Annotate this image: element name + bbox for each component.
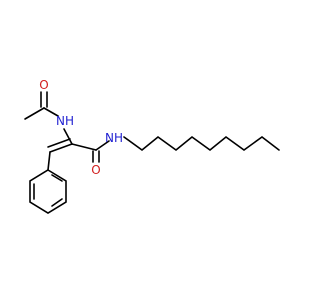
bond-alpha-carbonyl: [71, 143, 97, 151]
structure-canvas: O NH O NH: [24, 78, 280, 214]
bond-n-alpha-carbon: [63, 128, 73, 145]
phenyl-ring: [29, 169, 67, 214]
atom-label-oxygen-carbonyl: O: [91, 163, 100, 177]
bond-methyl-carbonyl: [24, 107, 45, 120]
phenyl-inner-bond-1: [51, 174, 63, 182]
bond-carbonyl-nh: [95, 140, 110, 151]
atom-label-oxygen-acetyl: O: [39, 78, 48, 92]
atom-label-nitrogen-right: NH: [105, 131, 123, 145]
bond-alkene-1: [49, 143, 73, 153]
atom-label-nitrogen-top: NH: [56, 114, 74, 128]
molecule-structure: O NH O NH: [24, 78, 280, 214]
bond-alkene-2: [47, 138, 71, 148]
bond-acetyl-c-n: [43, 107, 59, 117]
bond-beta-phenyl: [47, 151, 51, 171]
phenyl-inner-bond-2: [51, 198, 63, 207]
nonyl-chain: [123, 135, 280, 152]
